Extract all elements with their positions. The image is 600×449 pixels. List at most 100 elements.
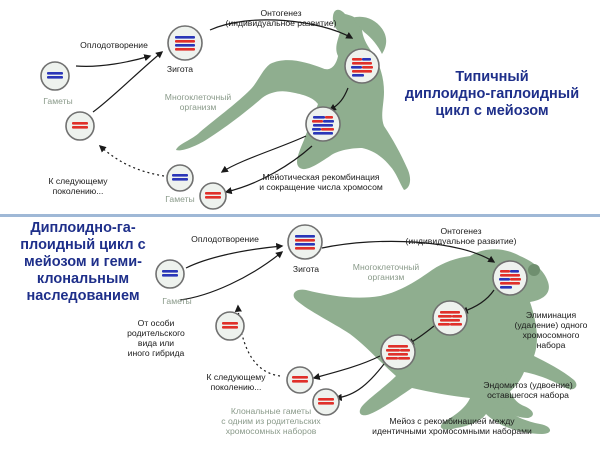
gamete-cell-bottom-red: [215, 311, 245, 341]
chromosome-bar: [351, 66, 362, 69]
chromosome-bar: [500, 282, 520, 285]
chromosome-bar: [386, 357, 398, 360]
gamete-cell-bottom-top-1: [166, 164, 194, 192]
chromosome-bar: [292, 380, 308, 383]
chromosome-bar: [313, 124, 333, 127]
label-gametes-top: Гаметы: [43, 96, 73, 106]
label-gametes-bottom: Гаметы: [162, 296, 192, 306]
chromosome-bar: [222, 326, 238, 329]
chromosome-bar: [352, 70, 372, 73]
label-next-generation-top: К следующему поколению...: [48, 176, 108, 196]
section-divider: [0, 214, 600, 217]
chromosome-bar: [205, 192, 221, 195]
label-meiosis-top: Мейотическая рекомбинация и сокращение ч…: [259, 172, 383, 192]
chromosome-bar: [352, 74, 364, 77]
label-from-parent: От особи родительского вида или иного ги…: [127, 318, 185, 358]
chromosome-bar: [205, 196, 221, 199]
chromosome-bar: [72, 122, 88, 125]
chromosome-bar: [440, 319, 460, 322]
zygote-cell-top: [167, 25, 203, 61]
chromosome-bar: [313, 116, 325, 119]
chromosome-bar: [510, 278, 521, 281]
label-organism-top: Многоклеточный организм: [164, 92, 232, 112]
gamete-cell-bottom-top-2: [199, 182, 227, 210]
top-cycle-title: Типичный диплоидно-гаплоидный цикл с мей…: [404, 69, 580, 119]
label-endomitosis: Эндомитоз (удвоение) оставшегося набора: [483, 380, 573, 400]
chromosome-bar: [222, 322, 238, 325]
somatic-cell-bottom: [492, 260, 528, 296]
arrow-meiosis-bottom-1: [312, 355, 381, 380]
chromosome-bar: [500, 274, 520, 277]
arrow-ontogenesis-top: [209, 19, 354, 39]
arrow-fertilization-top: [75, 54, 152, 67]
label-zygote-top: Зигота: [166, 64, 194, 74]
chromosome-bar: [321, 128, 334, 131]
chromosome-bar: [295, 239, 315, 242]
arrow-next-generation-bottom: [234, 304, 281, 377]
chromosome-bar: [450, 323, 462, 326]
label-fertilization-top: Оплодотворение: [80, 40, 148, 50]
label-next-generation-bottom: К следующему поколению...: [206, 372, 266, 392]
chromosome-bar: [388, 345, 408, 348]
chromosome-bar: [352, 58, 362, 61]
germline-cell-top: [305, 106, 341, 142]
cells-layer: [40, 25, 528, 416]
chromosome-bar: [162, 274, 178, 277]
chromosome-bar: [438, 323, 450, 326]
chromosome-bar: [400, 349, 410, 352]
bottom-cycle-title: Диплоидно-га- плоидный цикл с мейозом и …: [20, 220, 146, 304]
frog-eye: [528, 264, 540, 276]
arrow-meiosis-top-1: [220, 135, 307, 173]
chromosome-bar: [362, 66, 373, 69]
gamete-cell-top-blue: [40, 61, 70, 91]
chromosome-bar: [295, 243, 315, 246]
label-ontogenesis-top: Онтогенез (индивидуальное развитие): [225, 8, 337, 28]
label-gametes-bottom-top: Гаметы: [165, 194, 195, 204]
chromosome-bar: [175, 44, 195, 47]
chromosome-bar: [386, 349, 400, 352]
chromosome-bar: [440, 311, 460, 314]
gamete-cell-top-red: [65, 111, 95, 141]
chromosome-bar: [325, 116, 333, 119]
chromosome-bar: [47, 72, 63, 75]
chromosome-bar: [175, 36, 195, 39]
somatic-cell-top: [344, 48, 380, 84]
endomitosis-cell: [380, 334, 416, 370]
chromosome-bar: [500, 286, 512, 289]
chromosome-bar: [510, 270, 519, 273]
label-meiosis-bottom: Мейоз с рекомбинацией между идентичными …: [372, 416, 532, 436]
chromosome-bar: [312, 128, 321, 131]
chromosome-bar: [175, 40, 195, 43]
clonal-gamete-cell-2: [312, 388, 340, 416]
chromosome-bar: [313, 132, 333, 135]
frog-front-leg: [494, 370, 533, 418]
arrow-gamete-to-zygote-bottom: [179, 251, 284, 301]
chromosome-bar: [162, 270, 178, 273]
label-clonal-gametes: Клональные гаметы с одним из родительски…: [221, 406, 321, 436]
human-arm-silhouette: [352, 16, 387, 54]
chromosome-bar: [172, 178, 188, 181]
chromosome-bar: [352, 62, 372, 65]
chromosome-bar: [388, 353, 408, 356]
arrow-fertilization-bottom: [185, 242, 284, 269]
label-elimination: Элиминация (удаление) одного хромосомног…: [514, 310, 588, 350]
chromosome-bar: [72, 126, 88, 129]
chromosome-bar: [318, 402, 334, 405]
chromosome-bar: [295, 235, 315, 238]
label-organism-bottom: Многоклеточный организм: [352, 262, 420, 282]
label-fertilization-bottom: Оплодотворение: [191, 234, 259, 244]
label-zygote-bottom: Зигота: [292, 264, 320, 274]
chromosome-bar: [295, 247, 315, 250]
chromosome-bar: [175, 48, 195, 51]
arrow-ontogenesis-bottom: [321, 240, 496, 263]
chromosome-bar: [47, 76, 63, 79]
zygote-cell-bottom: [287, 224, 323, 260]
chromosome-bar: [312, 120, 323, 123]
eliminated-cell: [432, 300, 468, 336]
chromosome-bar: [398, 357, 410, 360]
arrow-next-generation-top: [98, 145, 165, 177]
chromosome-bar: [499, 278, 510, 281]
chromosome-bar: [452, 315, 462, 318]
chromosome-bar: [172, 174, 188, 177]
